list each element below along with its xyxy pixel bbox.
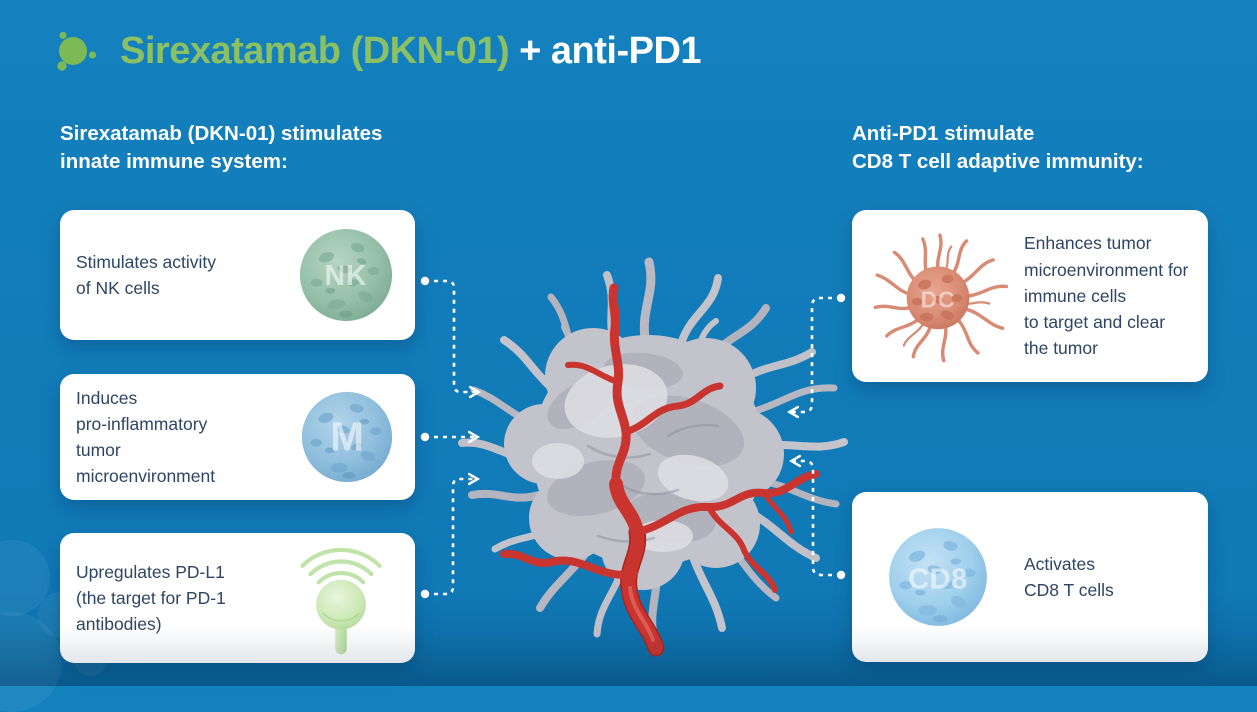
macrophage-cell-label: M — [330, 413, 364, 459]
page-title: Sirexatamab (DKN-01)+ anti-PD1 — [120, 29, 702, 73]
card-dc-text: Enhances tumor microenvironment for immu… — [1024, 233, 1189, 359]
card-macrophage-text: Induces pro-inflammatory tumor microenvi… — [76, 387, 216, 487]
header: Sirexatamab (DKN-01)+ anti-PD1 — [48, 22, 702, 80]
card-macrophage: Induces pro-inflammatory tumor microenvi… — [60, 374, 415, 500]
connector-pdl1-to-tumor — [420, 472, 481, 599]
card-cd8: CD8 Activates CD8 T cells — [852, 492, 1208, 662]
dashed-arrow-connectors — [420, 276, 846, 599]
right-section-heading: Anti-PD1 stimulate CD8 T cell adaptive i… — [852, 122, 1144, 174]
cd8-cell-label: CD8 — [908, 563, 968, 595]
page-title-drug: Sirexatamab (DKN-01) — [120, 29, 510, 72]
card-nk: Stimulates activity of NK cells — [60, 210, 415, 340]
card-pdl1: Upregulates PD-L1 (the target for PD-1 a… — [60, 533, 415, 663]
card-nk-text: Stimulates activity of NK cells — [76, 251, 217, 298]
connector-cd8-to-tumor — [788, 454, 846, 580]
connector-nk-to-tumor — [420, 276, 482, 399]
cd8-cell-illustration: CD8 — [862, 525, 1014, 629]
infographic-canvas: Sirexatamab (DKN-01)+ anti-PD1 Sirexatam… — [0, 22, 1257, 686]
page-title-suffix: + anti-PD1 — [519, 29, 702, 72]
dc-cell-illustration: DC — [862, 220, 1014, 372]
pdl1-receptor-signal-icon — [287, 540, 395, 656]
nk-cell-illustration: NK — [297, 226, 395, 324]
card-pdl1-text: Upregulates PD-L1 (the target for PD-1 a… — [76, 561, 226, 635]
connector-macrophage-to-tumor — [420, 430, 481, 444]
nk-cell-label: NK — [325, 260, 368, 292]
dc-cell-label: DC — [921, 286, 956, 312]
tumor-illustration — [458, 257, 848, 657]
card-dc: DC Enhances tumor microenvironment for i… — [852, 210, 1208, 382]
macrophage-cell-illustration: M — [299, 389, 395, 485]
logo-icon — [57, 31, 97, 71]
connector-dc-to-tumor — [786, 293, 846, 419]
left-section-heading: Sirexatamab (DKN-01) stimulates innate i… — [60, 122, 383, 174]
card-cd8-text: Activates CD8 T cells — [1024, 553, 1114, 600]
